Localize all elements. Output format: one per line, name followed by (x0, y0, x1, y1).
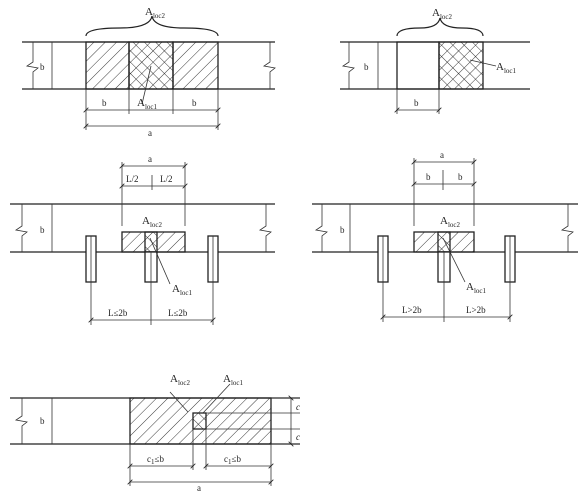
p5-c-right: c1≤b (224, 454, 241, 466)
p4-b-height: b (340, 225, 345, 235)
p4-l-left: L>2b (402, 305, 422, 315)
p2-a-loc1: Aloc1 (496, 61, 517, 75)
p5-c-left: c1≤b (147, 454, 164, 466)
p3-l-right: L≤2b (168, 308, 188, 318)
p5-b-height: b (40, 416, 45, 426)
p1-b-left: b (102, 98, 107, 108)
p3-l-half-left: L/2 (126, 174, 139, 184)
p4-a-loc2: Aloc2 (440, 215, 461, 229)
p5-a-loc2: Aloc2 (170, 373, 191, 387)
p1-a-width: a (148, 128, 152, 138)
p3-a-top: a (148, 154, 152, 164)
p3-b-height: b (40, 225, 45, 235)
p1-a-loc2: Aloc2 (145, 6, 166, 20)
panel-4-load-between-columns-long: b a b b Aloc2 Aloc1 L>2b L>2b (312, 150, 578, 322)
p1-a-loc1: Aloc1 (137, 97, 158, 111)
p4-b-right: b (458, 172, 463, 182)
p1-b-right: b (192, 98, 197, 108)
p4-l-right: L>2b (466, 305, 486, 315)
p2-b-height: b (364, 62, 369, 72)
p3-a-loc1: Aloc1 (172, 283, 193, 297)
p3-l-left: L≤2b (108, 308, 128, 318)
p2-b-bottom: b (414, 98, 419, 108)
p5-a-loc1: Aloc1 (223, 373, 244, 387)
panel-3-load-between-columns-short: b a L/2 L/2 Aloc2 Aloc1 L≤2b L≤2b (10, 154, 275, 325)
p4-a-loc1: Aloc1 (466, 281, 487, 295)
p2-a-loc2: Aloc2 (432, 7, 453, 21)
p4-b-left: b (426, 172, 431, 182)
panel-5-end-load: b c c Aloc2 Aloc1 c1≤b c1≤b a (10, 373, 300, 493)
p5-c-side: c (296, 432, 300, 442)
p4-a-top: a (440, 150, 444, 160)
p5-c-top: c (296, 402, 300, 412)
p1-b-height: b (40, 62, 45, 72)
p5-a-width: a (197, 483, 201, 493)
p3-l-half-right: L/2 (160, 174, 173, 184)
p3-a-loc2: Aloc2 (142, 215, 163, 229)
panel-2-edge-load: b Aloc2 Aloc1 b (340, 7, 530, 114)
panel-1-central-load: b Aloc2 b b a Aloc1 (22, 6, 276, 138)
